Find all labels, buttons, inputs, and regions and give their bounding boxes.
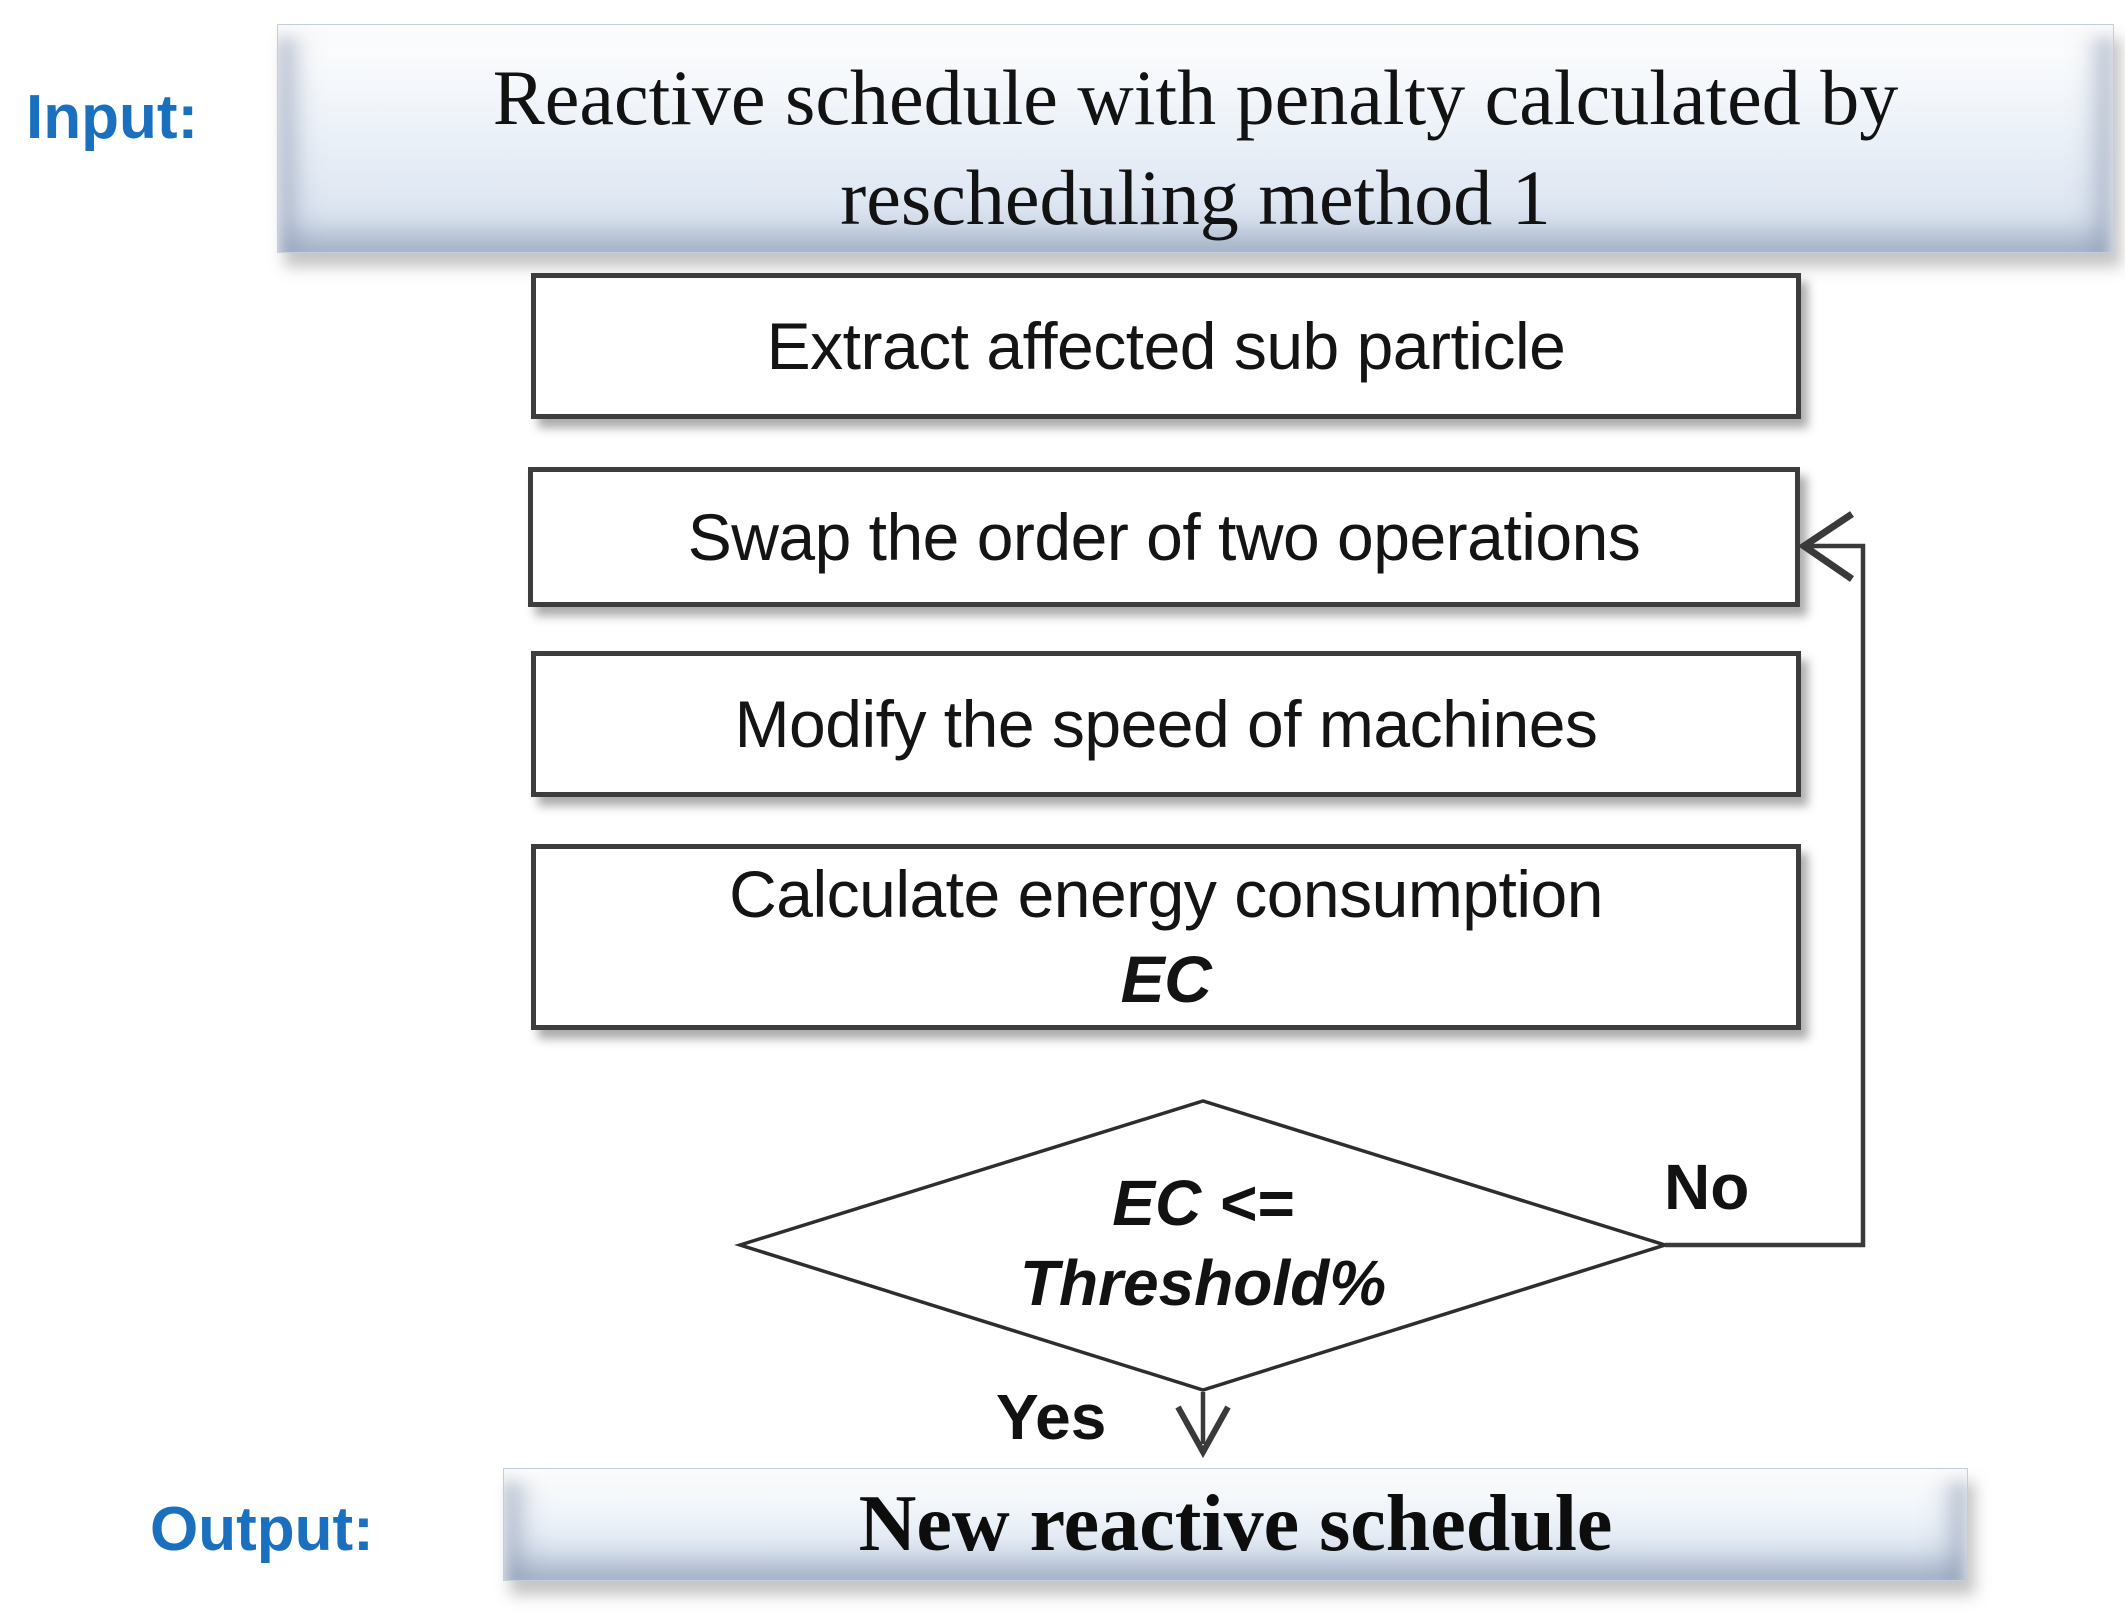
node-input-box: Reactive schedule with penalty calculate…: [277, 24, 2114, 253]
process-calculate-label-line2: EC: [1120, 942, 1212, 1016]
output-box-label: New reactive schedule: [858, 1480, 1613, 1568]
yes-arrowhead-icon: [1175, 1405, 1231, 1459]
process-modify-label: Modify the speed of machines: [734, 687, 1598, 761]
decision-label: EC <= Threshold%: [740, 1163, 1666, 1323]
decision-label-line2: Threshold%: [1019, 1247, 1387, 1319]
process-extract-label: Extract affected sub particle: [766, 309, 1566, 383]
input-box-line1: Reactive schedule with penalty calculate…: [492, 53, 1899, 141]
branch-yes-label: Yes: [996, 1381, 1107, 1453]
branch-no-label: No: [1664, 1151, 1750, 1223]
process-calculate-label-line1: Calculate energy consumption: [729, 857, 1603, 931]
input-box-line2: rescheduling method 1: [840, 153, 1551, 241]
output-label: Output:: [150, 1495, 374, 1564]
no-loop-arrowhead-icon: [1797, 511, 1854, 582]
process-modify-speed: Modify the speed of machines: [531, 651, 1801, 797]
decision-label-line1: EC <=: [1112, 1167, 1294, 1239]
process-swap-operations: Swap the order of two operations: [528, 467, 1800, 607]
node-output-box: New reactive schedule: [503, 1468, 1968, 1581]
process-extract-sub-particle: Extract affected sub particle: [531, 273, 1801, 419]
process-swap-label: Swap the order of two operations: [687, 500, 1641, 574]
process-calculate-energy: Calculate energy consumption EC: [531, 844, 1801, 1030]
input-label: Input:: [26, 83, 199, 152]
